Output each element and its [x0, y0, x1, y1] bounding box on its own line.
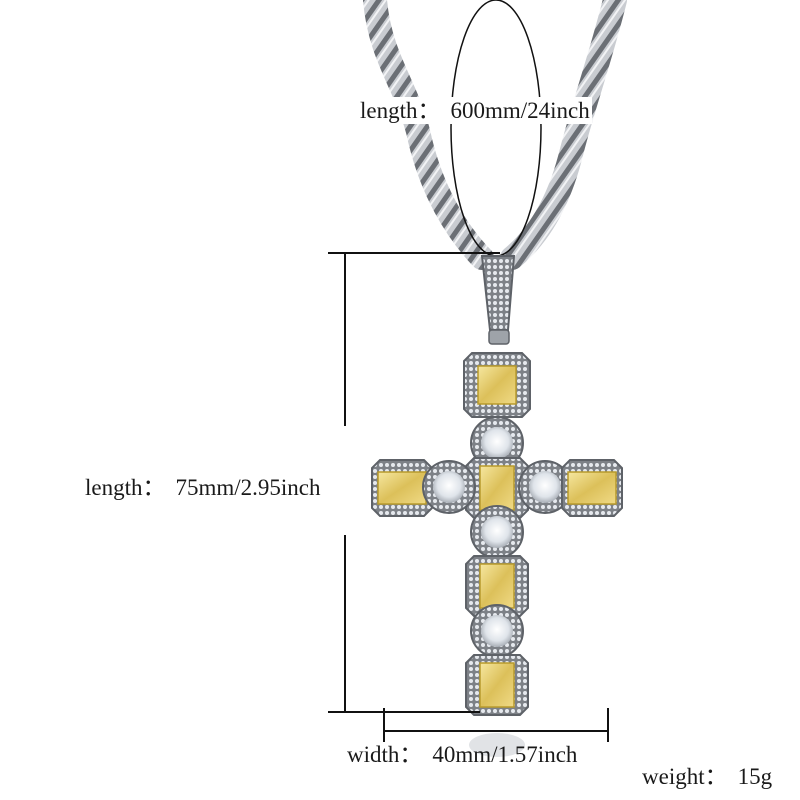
chain-length-ellipse [450, 0, 542, 257]
cross-pendant [371, 352, 623, 757]
rope-chain [363, 0, 627, 270]
chain-length-label: length： 600mm/24inch [358, 97, 592, 124]
gem-setting-round-clear-bottom [470, 604, 524, 658]
pendant-width-key: width： [347, 742, 423, 767]
pendant-width-dimension [383, 708, 609, 742]
gem-setting-right-yellow [561, 459, 623, 517]
weight-label: weight： 15g [640, 763, 775, 790]
gem-setting-top-yellow [463, 352, 531, 418]
pendant-width-value: 40mm/1.57inch [432, 742, 578, 767]
pendant-length-key: length： [85, 475, 166, 500]
gem-setting-bottom-yellow [465, 654, 529, 716]
pendant-bale [480, 255, 516, 345]
pendant-length-dimension [328, 252, 500, 713]
weight-key: weight： [642, 764, 728, 789]
chain-length-key: length： [360, 98, 441, 123]
pendant-width-label: width： 40mm/1.57inch [345, 741, 579, 768]
gem-setting-left-yellow [371, 459, 433, 517]
gem-setting-round-clear [470, 416, 524, 470]
weight-value: 15g [737, 764, 773, 789]
gem-setting-round-clear-lower [470, 505, 524, 559]
chain-length-value: 600mm/24inch [450, 98, 590, 123]
gem-setting-lower-yellow [465, 555, 529, 617]
pendant-length-label: length： 75mm/2.95inch [83, 474, 323, 501]
gem-setting-left-clear [422, 460, 476, 514]
pendant-length-value: 75mm/2.95inch [175, 475, 321, 500]
